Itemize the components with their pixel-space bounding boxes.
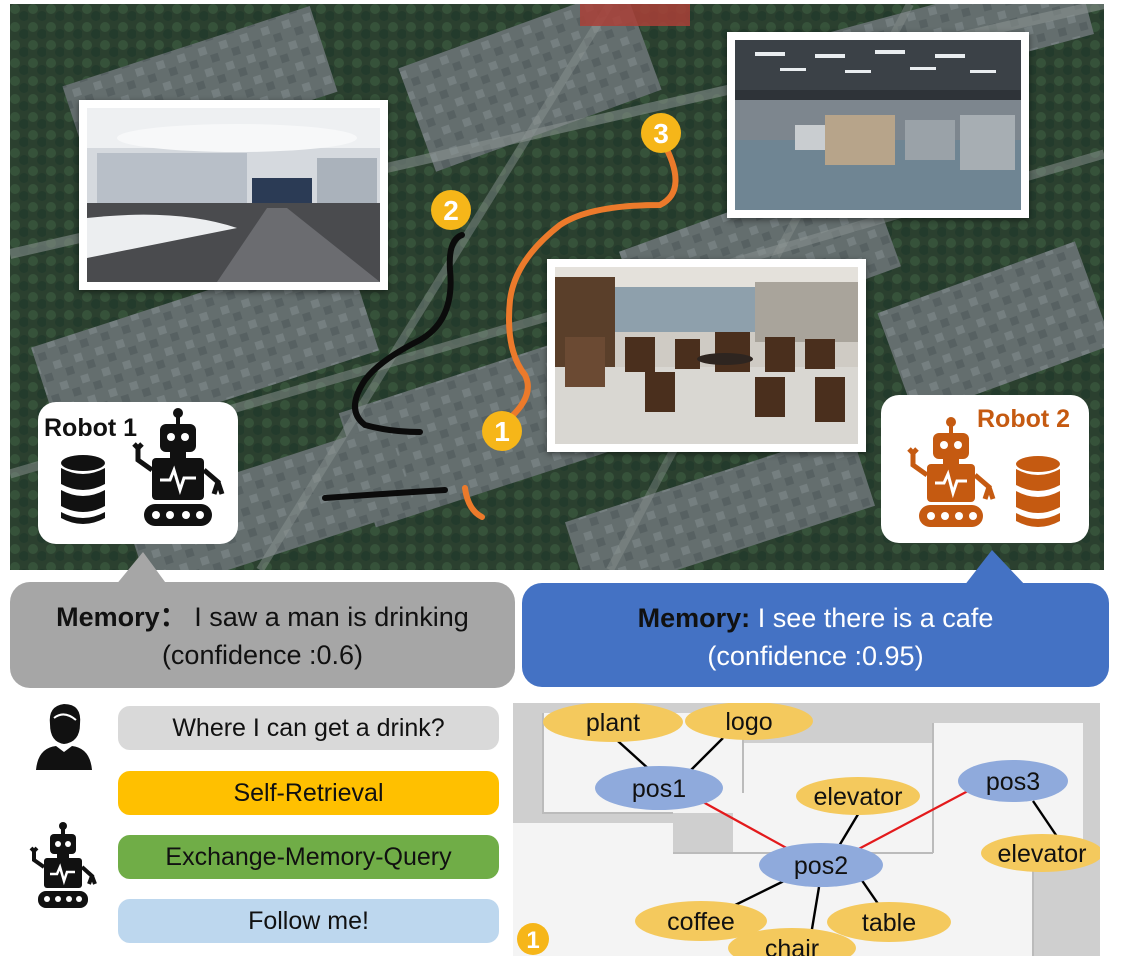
position-node-pos1: pos1	[595, 766, 723, 810]
robot2-memory-confidence: (confidence :0.95)	[707, 641, 924, 671]
robot1-memory-line: Memory： I saw a man is drinking	[10, 598, 515, 636]
position-node-pos3: pos3	[958, 760, 1068, 802]
position-node-pos2: pos2	[759, 843, 883, 887]
robot2-name: Robot 2	[977, 405, 1071, 433]
robot2-card: Robot 2	[881, 395, 1089, 543]
edge-pos1-logo	[687, 737, 724, 774]
user-icon	[36, 704, 92, 770]
pos1-label: pos1	[632, 775, 686, 803]
action-follow-me: Follow me!	[118, 899, 499, 943]
robot1-icon	[132, 408, 225, 526]
database-icon	[1016, 456, 1060, 527]
robot2-icon	[907, 417, 996, 527]
robot2-path	[506, 137, 679, 421]
object-node-coffee: coffee	[635, 901, 767, 941]
database-icon	[61, 455, 105, 524]
robot2-memory-label: Memory:	[637, 603, 751, 633]
robot2-bubble-tail	[964, 550, 1026, 586]
scene-graph-panel: pos1 pos2 pos3 plant logo elevator eleva…	[513, 703, 1100, 956]
object-node-plant: plant	[543, 703, 683, 742]
object-node-chair: chair	[728, 928, 856, 956]
user-question: Where I can get a drink?	[118, 706, 499, 750]
edge-pos3-elevator	[1032, 800, 1059, 839]
elevator-label: elevator	[814, 783, 903, 811]
robot2-memory-line: Memory: I see there is a cafe	[522, 599, 1109, 637]
waypoint-2-label: 2	[443, 195, 459, 226]
graph-corner-marker: 1	[517, 923, 549, 955]
robot2-path-segment	[462, 485, 485, 520]
pos3-label: pos3	[986, 768, 1040, 796]
cafe-photo	[547, 259, 866, 452]
waypoint-1: 1	[482, 411, 522, 451]
waypoint-1-label: 1	[494, 416, 510, 447]
robot1-memory-bubble: Memory： I saw a man is drinking (confide…	[10, 582, 515, 688]
edge-pos2-chair	[809, 886, 821, 936]
waypoint-3: 3	[641, 113, 681, 153]
edge-pos2-pos3	[850, 782, 984, 854]
graph-corner-marker-label: 1	[526, 927, 539, 954]
robot1-memory-confidence: (confidence :0.6)	[161, 640, 364, 670]
action-exchange-memory-query: Exchange-Memory-Query	[118, 835, 499, 879]
pos2-label: pos2	[794, 852, 848, 880]
plant-label: plant	[586, 709, 640, 737]
robot2-memory-text: I see there is a cafe	[757, 603, 994, 633]
office-photo	[727, 32, 1029, 218]
office-image	[735, 40, 1021, 210]
object-node-logo: logo	[685, 703, 813, 740]
robot1-card: Robot 1	[38, 402, 238, 544]
coffee-label: coffee	[667, 908, 735, 936]
robot1-path	[352, 232, 465, 435]
robot1-name: Robot 1	[44, 414, 138, 442]
waypoint-3-label: 3	[653, 118, 669, 149]
logo-label: logo	[725, 708, 772, 736]
elevator-2-label: elevator	[998, 840, 1087, 868]
object-node-elevator: elevator	[796, 777, 920, 815]
chair-label: chair	[765, 935, 819, 956]
waypoint-2: 2	[431, 190, 471, 230]
free-space	[513, 713, 1083, 956]
scene-graph: pos1 pos2 pos3 plant logo elevator eleva…	[513, 703, 1100, 956]
robot1-memory-text: I saw a man is drinking	[194, 602, 469, 632]
action-self-retrieval: Self-Retrieval	[118, 771, 499, 815]
robot1-bubble-tail	[115, 552, 168, 586]
trajectory-overlay: 1 2 3	[322, 113, 681, 520]
robot1-path-segment	[322, 487, 448, 501]
object-node-elevator-2: elevator	[981, 834, 1100, 872]
object-node-table: table	[827, 902, 951, 942]
table-label: table	[862, 909, 916, 937]
exhibition-hall-image	[87, 108, 380, 282]
exhibition-hall-photo	[79, 100, 388, 290]
robot1-memory-label: Memory：	[56, 602, 187, 632]
robot-agent-icon	[29, 822, 97, 908]
cafe-image	[555, 267, 858, 444]
robot2-memory-bubble: Memory: I see there is a cafe (confidenc…	[522, 583, 1109, 687]
